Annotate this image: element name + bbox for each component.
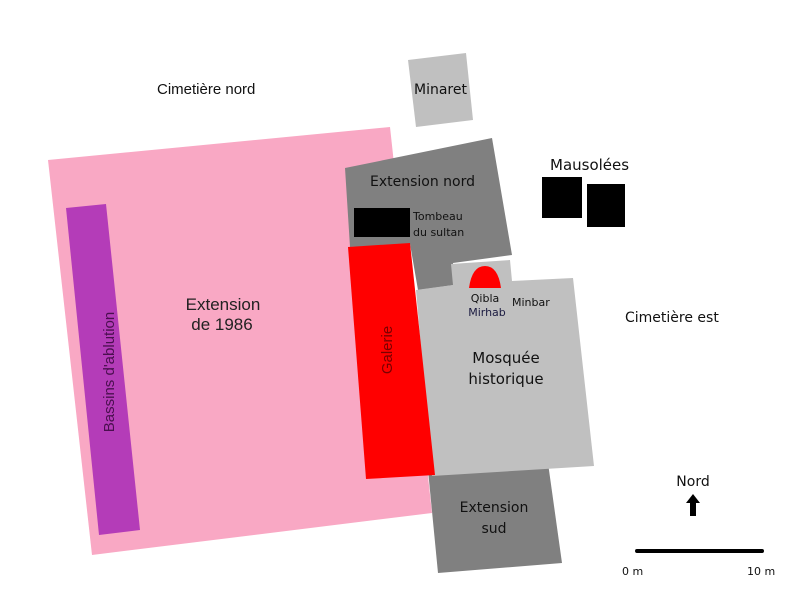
label-mausolees: Mausolées — [550, 156, 629, 174]
label-minaret: Minaret — [414, 82, 467, 98]
bassins-ablution-area — [66, 204, 140, 535]
north-arrow-icon — [686, 494, 700, 516]
mausolee-block — [542, 177, 582, 218]
label-extension-1986-1: Extension — [186, 295, 261, 314]
label-bassins: Bassins d'ablution — [101, 312, 118, 432]
label-extension-sud-2: sud — [481, 521, 506, 537]
label-nord: Nord — [676, 474, 709, 490]
label-scale-end: 10 m — [747, 565, 775, 578]
label-extension-nord: Extension nord — [370, 174, 475, 190]
mausolee-block — [587, 184, 625, 227]
label-cimetiere-nord: Cimetière nord — [157, 81, 255, 98]
extension-nord-area — [345, 138, 512, 290]
extension-sud-area — [428, 463, 562, 573]
label-mosquee-2: historique — [468, 370, 543, 388]
extension-1986-area — [48, 127, 432, 555]
label-tombeau-1: Tombeau — [412, 210, 463, 223]
label-tombeau-2: du sultan — [413, 226, 464, 239]
label-minbar: Minbar — [512, 296, 550, 309]
galerie-area — [348, 243, 435, 479]
minaret-area — [408, 53, 473, 127]
label-mirhab: Mirhab — [468, 306, 506, 319]
mosquee-historique-area — [416, 260, 594, 476]
label-extension-1986-2: de 1986 — [191, 315, 252, 334]
label-galerie: Galerie — [379, 326, 396, 374]
label-extension-sud-1: Extension — [460, 500, 529, 516]
label-qibla: Qibla — [471, 292, 500, 305]
mirhab-shape — [469, 266, 501, 288]
tombeau-sultan-block — [354, 208, 410, 237]
label-cimetiere-est: Cimetière est — [625, 310, 719, 326]
label-scale-start: 0 m — [622, 565, 643, 578]
label-mosquee-1: Mosquée — [472, 349, 539, 367]
